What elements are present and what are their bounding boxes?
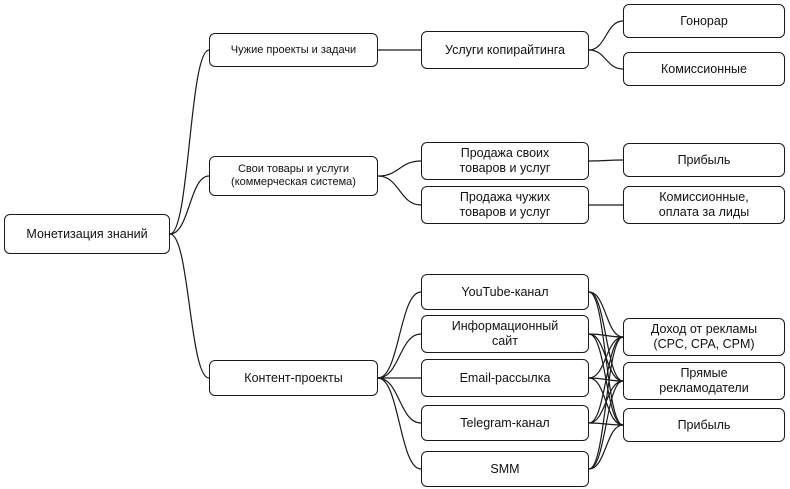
branch-node-own-goods: Свои товары и услуги (коммерческая систе… [209, 156, 378, 196]
connector-line [377, 175, 422, 206]
branch-node-content-projects: Контент-проекты [209, 360, 378, 396]
node-info-site: Информационный сайт [421, 315, 589, 353]
connector-line [588, 20, 624, 51]
outcome-fee: Гонорар [623, 4, 785, 38]
node-smm: SMM [421, 451, 589, 487]
node-email-newsletter: Email-рассылка [421, 359, 589, 397]
connector-line [377, 291, 422, 379]
connector-line [588, 159, 624, 162]
connector-line [588, 291, 624, 338]
connector-line [169, 233, 210, 379]
connector-line [588, 336, 624, 470]
connector-line [588, 49, 624, 70]
connector-line [588, 380, 624, 470]
outcome-profit-content: Прибыль [623, 408, 785, 442]
root-node: Монетизация знаний [4, 214, 170, 254]
connector-line [169, 49, 210, 235]
outcome-commission: Комиссионные [623, 52, 785, 86]
connector-line [169, 175, 210, 235]
outcome-commission-leads: Комиссионные, оплата за лиды [623, 186, 785, 224]
connector-line [588, 424, 624, 470]
outcome-profit-own: Прибыль [623, 143, 785, 177]
connector-line [377, 333, 422, 379]
node-sell-others-goods: Продажа чужих товаров и услуг [421, 186, 589, 224]
branch-node-others-projects: Чужие проекты и задачи [209, 33, 378, 67]
connector-line [588, 336, 624, 424]
connector-line [588, 333, 624, 338]
node-youtube-channel: YouTube-канал [421, 274, 589, 310]
outcome-direct-advertisers: Прямые рекламодатели [623, 362, 785, 400]
node-sell-own-goods: Продажа своих товаров и услуг [421, 142, 589, 180]
outcome-ad-income: Доход от рекламы (CPC, CPA, CPM) [623, 318, 785, 356]
connector-line [377, 377, 422, 470]
node-telegram-channel: Telegram-канал [421, 405, 589, 441]
connector-line [377, 377, 422, 424]
connector-line [588, 336, 624, 379]
connector-line [377, 160, 422, 177]
connector-line [588, 291, 624, 382]
node-copywriting-services: Услуги копирайтинга [421, 31, 589, 69]
